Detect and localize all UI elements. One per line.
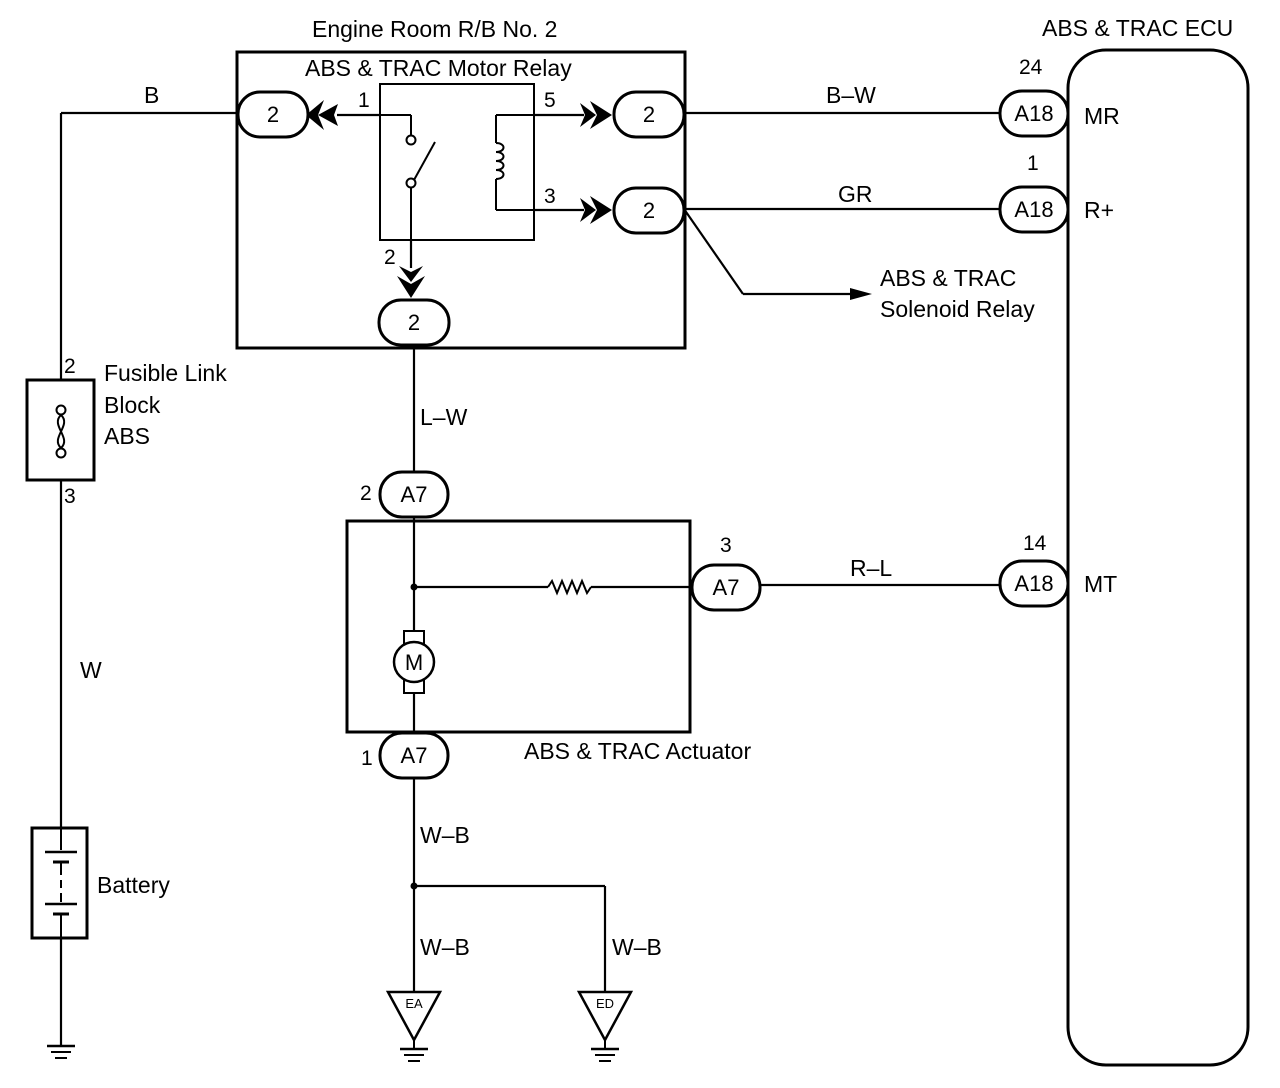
ecu-title: ABS & TRAC ECU [1042,15,1233,41]
wire-label-rl: R–L [850,555,892,581]
motor-label: M [405,650,423,675]
pin-2-arrow [397,266,425,298]
wire-label-wb-main: W–B [420,822,470,848]
relay-inner-box [379,83,535,241]
wire-label-wb-ea: W–B [420,934,470,960]
connector-ecu-mt [998,559,1070,608]
fusible-pin-2: 2 [64,355,76,378]
pin-3-arrow [580,196,612,224]
actuator-label: ABS & TRAC Actuator [524,738,751,764]
connector-relay-top-right [612,90,686,139]
relay-coil-symbol [495,114,534,211]
ground-ed-symbol: ED [576,990,634,1062]
ecu-terminal-rplus: R+ [1084,197,1114,223]
connector-relay-left-label: 2 [267,102,279,127]
battery-label: Battery [97,872,170,898]
connector-relay-mid-right-label: 2 [643,198,655,223]
ecu-terminal-mr: MR [1084,103,1120,129]
ecu-box [1066,48,1250,1067]
ecu-pin-1: 1 [1027,152,1039,175]
fusible-pin-3: 3 [64,485,76,508]
solenoid-label-2: Solenoid Relay [880,296,1035,322]
wire-label-b: B [144,82,159,108]
motor-symbol: M [392,630,436,694]
battery-box [30,826,89,940]
fusible-label-2: Block [104,392,161,418]
pin-1-arrow [306,100,338,130]
actuator-pin-2: 2 [360,482,372,505]
connector-actuator-top-label: A7 [401,482,428,507]
connector-ecu-mt-label: A18 [1014,571,1053,596]
actuator-pin-1: 1 [361,747,373,770]
fusible-label-3: ABS [104,423,150,449]
motor-relay-name: ABS & TRAC Motor Relay [305,55,572,81]
ecu-terminal-mt: MT [1084,571,1117,597]
pin-2-label: 2 [384,246,396,269]
pin-3-label: 3 [544,185,556,208]
pin-5-arrow [580,101,612,129]
connector-relay-bottom-label: 2 [408,310,420,335]
battery-ground-symbol [47,1044,75,1059]
connector-ecu-mr-label: A18 [1014,101,1053,126]
battery-symbol [45,828,77,938]
wire-label-bw: B–W [826,82,876,108]
connector-ecu-rplus [998,185,1070,234]
connector-relay-left [236,90,310,139]
relay-block-box [235,50,687,350]
connector-ecu-mr [998,89,1070,138]
wire-label-w: W [80,657,102,683]
pin-5-label: 5 [544,89,556,112]
resistor-symbol [547,578,592,596]
wire-label-lw: L–W [420,404,468,430]
ground-ea-label: EA [405,996,423,1011]
fuse-symbol [55,404,67,459]
connector-ecu-rplus-label: A18 [1014,197,1053,222]
fusible-label-1: Fusible Link [104,360,227,386]
solenoid-label-1: ABS & TRAC [880,265,1016,291]
ground-ea-symbol: EA [385,990,443,1062]
relay-switch-symbol [380,114,436,240]
actuator-box [345,519,692,734]
wire-label-wb-ed: W–B [612,934,662,960]
actuator-pin-3: 3 [720,534,732,557]
pin-1-label: 1 [358,89,370,112]
wire-label-gr: GR [838,181,873,207]
ground-ed-label: ED [596,996,614,1011]
ecu-pin-14: 14 [1023,532,1047,555]
connector-actuator-bottom-label: A7 [401,743,428,768]
connector-relay-top-right-label: 2 [643,102,655,127]
connector-actuator-right [690,563,762,612]
relay-block-title: Engine Room R/B No. 2 [312,16,557,42]
ecu-pin-24: 24 [1019,56,1043,79]
connector-actuator-right-label: A7 [713,575,740,600]
